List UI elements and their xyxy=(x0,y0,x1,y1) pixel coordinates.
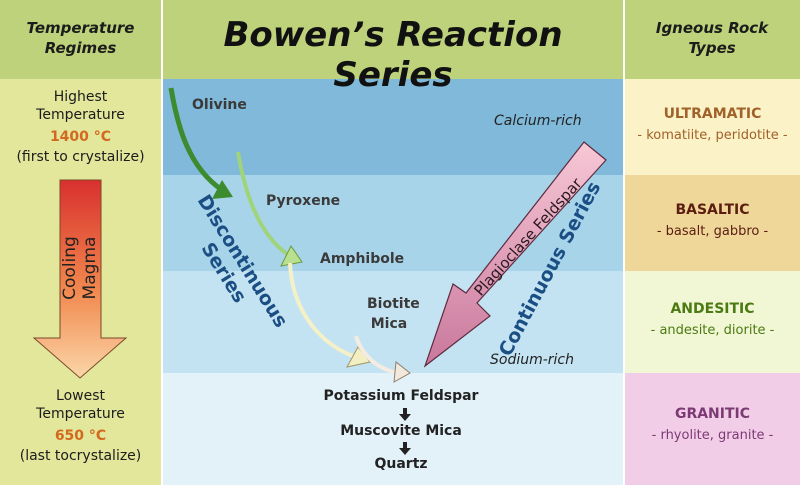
biotite-label: Biotite xyxy=(367,296,420,312)
temperature-header: Temperature Regimes xyxy=(26,19,135,57)
cooling-magma-label: Cooling Magma xyxy=(60,236,100,300)
band-andesitic xyxy=(163,271,623,373)
amphibole-biotite-arrow xyxy=(288,262,357,359)
temperature-label: Temperature xyxy=(36,406,125,422)
mineral-olivine: Olivine xyxy=(192,97,247,113)
last-crystalize-note: (last tocrystalize) xyxy=(19,448,142,464)
rock-type-name: ANDESITIC xyxy=(670,301,755,317)
rock-type-name: ULTRAMATIC xyxy=(663,106,762,122)
band-granitic xyxy=(163,373,623,485)
rock-type-examples: - andesite, diorite - xyxy=(650,323,775,338)
calcium-rich-label: Calcium-rich xyxy=(494,113,582,129)
mineral-biotite: Biotite Mica xyxy=(367,296,420,332)
mineral-quartz: Quartz xyxy=(374,456,428,472)
temperature-header-bg xyxy=(0,0,161,79)
rock-type-granitic: GRANITIC - rhyolite, granite - xyxy=(625,373,800,485)
cooling-magma-arrow xyxy=(32,179,128,379)
mineral-pyroxene: Pyroxene xyxy=(266,193,341,209)
rock-type-name: BASALTIC xyxy=(675,202,750,218)
rock-type-examples: - komatiite, peridotite - xyxy=(637,128,788,143)
highest-label: Highest xyxy=(53,89,108,105)
potassium-muscovite-arrow xyxy=(399,408,411,421)
pyroxene-amphibole-arrow xyxy=(236,151,292,258)
highest-temperature-block: Highest Temperature 1400 °C (first to cr… xyxy=(0,88,161,166)
olivine-pyroxene-arrow xyxy=(168,87,224,193)
mineral-amphibole: Amphibole xyxy=(320,251,405,267)
mineral-potassium-feldspar: Potassium Feldspar xyxy=(323,388,479,404)
temperature-label: Temperature xyxy=(36,107,125,123)
title-header-bg xyxy=(163,0,623,79)
lowest-temperature-block: Lowest Temperature 650 °C (last tocrysta… xyxy=(0,387,161,465)
rock-types-header-bg xyxy=(625,0,800,79)
diagram-title: Bowen’s Reaction Series xyxy=(223,15,563,95)
plagioclase-arrow xyxy=(423,141,607,368)
first-crystalize-note: (first to crystalize) xyxy=(16,149,145,165)
biotite-potassium-arrow xyxy=(354,335,399,375)
rock-type-andesitic: ANDESITIC - andesite, diorite - xyxy=(625,271,800,373)
muscovite-quartz-arrow xyxy=(399,442,411,455)
mica-label: Mica xyxy=(370,316,408,332)
rock-type-examples: - basalt, gabbro - xyxy=(656,224,769,239)
sodium-rich-label: Sodium-rich xyxy=(490,352,575,368)
highest-temp-value: 1400 °C xyxy=(49,129,112,145)
rock-type-examples: - rhyolite, granite - xyxy=(651,428,774,443)
rock-types-header: Igneous Rock Types xyxy=(655,19,769,57)
rock-type-name: GRANITIC xyxy=(674,406,751,422)
lowest-temp-value: 650 °C xyxy=(54,428,107,444)
rock-type-ultramatic: ULTRAMATIC - komatiite, peridotite - xyxy=(625,79,800,175)
biotite-arrowhead xyxy=(393,361,411,383)
rock-type-basaltic: BASALTIC - basalt, gabbro - xyxy=(625,175,800,271)
mineral-muscovite-mica: Muscovite Mica xyxy=(340,423,462,439)
lowest-label: Lowest xyxy=(56,388,105,404)
olivine-arrowhead xyxy=(212,180,233,199)
